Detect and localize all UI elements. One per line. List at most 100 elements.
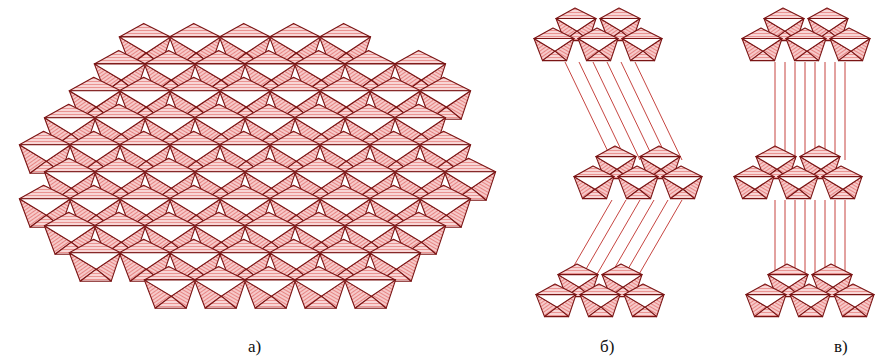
layer-link-line — [845, 62, 846, 160]
layer-link-line — [825, 200, 826, 276]
octahedron — [786, 28, 826, 61]
octahedron-top-face — [344, 280, 395, 296]
octahedron-back-face — [369, 239, 420, 253]
octahedron-top-face — [144, 64, 195, 80]
octahedron-back-face — [534, 28, 574, 38]
octahedron-back-face — [556, 8, 596, 18]
octahedron-top-face — [574, 177, 614, 190]
octahedron-back-face — [269, 77, 320, 91]
octahedron-top-face — [169, 37, 220, 53]
octahedron-top-face — [742, 39, 782, 52]
octahedron-top-face — [778, 177, 818, 190]
octahedron-top-face — [534, 39, 574, 52]
octahedron-back-face — [394, 104, 445, 118]
layer-link-line — [805, 200, 806, 276]
octahedron-top-face — [244, 118, 295, 134]
octahedron-top-face — [394, 226, 445, 242]
octahedron-top-face — [294, 280, 345, 296]
octahedron-back-face — [269, 131, 320, 145]
octahedron-top-face — [640, 157, 680, 170]
octahedron-back-face — [144, 104, 195, 118]
octahedron-top-face — [369, 199, 420, 215]
octahedron-back-face — [169, 77, 220, 91]
octahedron-back-face — [94, 212, 145, 226]
octahedron-top-face — [319, 199, 370, 215]
octahedron-top-face — [294, 172, 345, 188]
octahedron-bottom-face — [587, 51, 611, 61]
octahedron-back-face — [580, 284, 620, 295]
octahedron-bottom-face — [787, 189, 811, 198]
octahedron-top-face — [169, 145, 220, 161]
octahedron — [742, 28, 782, 61]
octahedron-top-face — [578, 39, 618, 52]
octahedron-back-face — [790, 284, 830, 295]
octahedron-back-face — [244, 266, 295, 280]
octahedron-top-face — [394, 118, 445, 134]
octahedron-top-face — [269, 37, 320, 53]
octahedron-back-face — [44, 158, 95, 172]
layer-link-line — [638, 200, 682, 276]
octahedron-top-face — [44, 226, 95, 242]
octahedron-back-face — [319, 131, 370, 145]
octahedron-back-face — [756, 146, 796, 157]
octahedron-back-face — [119, 131, 170, 145]
octahedron-back-face — [578, 28, 618, 38]
octahedron-top-face — [662, 177, 702, 190]
octahedron-back-face — [269, 185, 320, 199]
octahedron-top-face — [622, 39, 662, 52]
octahedron-back-face — [144, 158, 195, 172]
octahedron-back-face — [269, 239, 320, 253]
octahedron-top-face — [219, 199, 270, 215]
octahedron-top-face — [764, 19, 804, 32]
octahedron-top-face — [169, 253, 220, 269]
octahedron-top-face — [19, 199, 70, 215]
octahedron — [574, 166, 614, 199]
layer-link-line — [775, 62, 776, 160]
octahedron-back-face — [602, 264, 642, 275]
layer-link-line — [815, 62, 816, 160]
octahedron-bottom-face — [843, 307, 867, 317]
octahedron — [618, 166, 658, 199]
layer-link-line — [835, 62, 836, 160]
octahedron — [578, 28, 618, 61]
panel-label: а) — [248, 338, 261, 355]
layer-link-line — [579, 62, 626, 160]
octahedron-back-face — [219, 77, 270, 91]
octahedron-bottom-face — [589, 307, 613, 317]
octahedron — [834, 284, 874, 317]
octahedron-back-face — [119, 23, 170, 37]
octahedron-back-face — [808, 8, 848, 18]
octahedron — [534, 28, 574, 61]
octahedron-back-face — [834, 284, 874, 295]
octahedron-top-face — [144, 118, 195, 134]
octahedron-back-face — [394, 212, 445, 226]
octahedron-top-face — [69, 145, 120, 161]
octahedron-top-face — [600, 19, 640, 32]
octahedron-back-face — [778, 166, 818, 177]
octahedron-top-face — [830, 39, 870, 52]
octahedron-back-face — [194, 212, 245, 226]
octahedron-back-face — [822, 166, 862, 177]
octahedron — [144, 266, 195, 308]
octahedron-top-face — [344, 226, 395, 242]
octahedron-top-face — [269, 199, 320, 215]
octahedron — [734, 166, 774, 199]
octahedron-top-face — [69, 253, 120, 269]
octahedron-top-face — [786, 39, 826, 52]
octahedron-top-face — [194, 64, 245, 80]
octahedron-top-face — [244, 172, 295, 188]
octahedron-top-face — [369, 253, 420, 269]
octahedron-back-face — [596, 146, 636, 157]
octahedron-back-face — [600, 8, 640, 18]
octahedron-top-face — [119, 145, 170, 161]
octahedron-top-face — [219, 253, 270, 269]
octahedron-top-face — [169, 91, 220, 107]
layer-link-line — [815, 200, 816, 276]
octahedron-bottom-face — [671, 189, 695, 198]
octahedron-top-face — [419, 145, 470, 161]
octahedron-bottom-face — [743, 189, 767, 198]
octahedron-top-face — [556, 19, 596, 32]
octahedron-top-face — [344, 64, 395, 80]
octahedron-top-face — [756, 157, 796, 170]
octahedron-top-face — [768, 275, 808, 288]
